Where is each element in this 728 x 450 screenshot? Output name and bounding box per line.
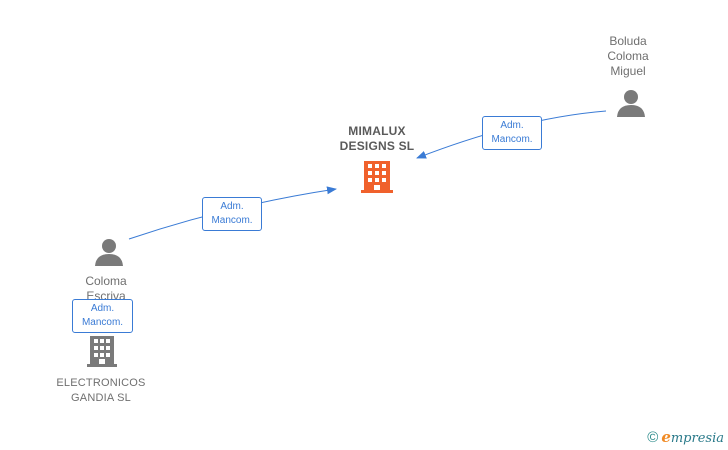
empresia-watermark: © empresia [647,428,724,446]
main-company-name-line: MIMALUX [348,124,406,138]
role-line: Adm. [500,120,524,131]
person-name-line: Coloma [607,49,649,63]
main-company-name-line: DESIGNS SL [339,139,415,153]
role-line: Mancom. [211,215,253,226]
main-company-name[interactable]: MIMALUX DESIGNS SL [326,124,428,154]
role-line: Mancom. [81,317,124,328]
company-name-line: GANDIA SL [71,392,131,404]
building-icon[interactable] [87,336,117,367]
person-name-line: Boluda [609,34,647,48]
brand-logo: empresia [661,428,724,446]
person-icon[interactable] [617,90,645,117]
copyright-icon: © [647,428,659,446]
brand-initial: e [661,428,671,446]
role-badge-coloma-mimalux[interactable]: Adm. Mancom. [202,197,262,231]
role-line: Adm. [220,201,244,212]
person-icon[interactable] [95,239,123,266]
role-badge-boluda-mimalux[interactable]: Adm. Mancom. [482,116,542,150]
role-badge-coloma-electronicos[interactable]: Adm. Mancom. [72,299,133,333]
person-name-boluda[interactable]: Boluda Coloma Miguel [594,34,662,79]
role-line: Adm. [90,303,115,314]
person-name-line: Coloma [85,274,127,288]
brand-rest: mpresia [670,431,724,446]
building-icon[interactable] [361,161,393,193]
company-name-electronicos[interactable]: ELECTRONICOS GANDIA SL [48,376,154,406]
role-line: Mancom. [491,134,533,145]
company-name-line: ELECTRONICOS [56,377,146,389]
person-name-line: Miguel [610,64,646,78]
